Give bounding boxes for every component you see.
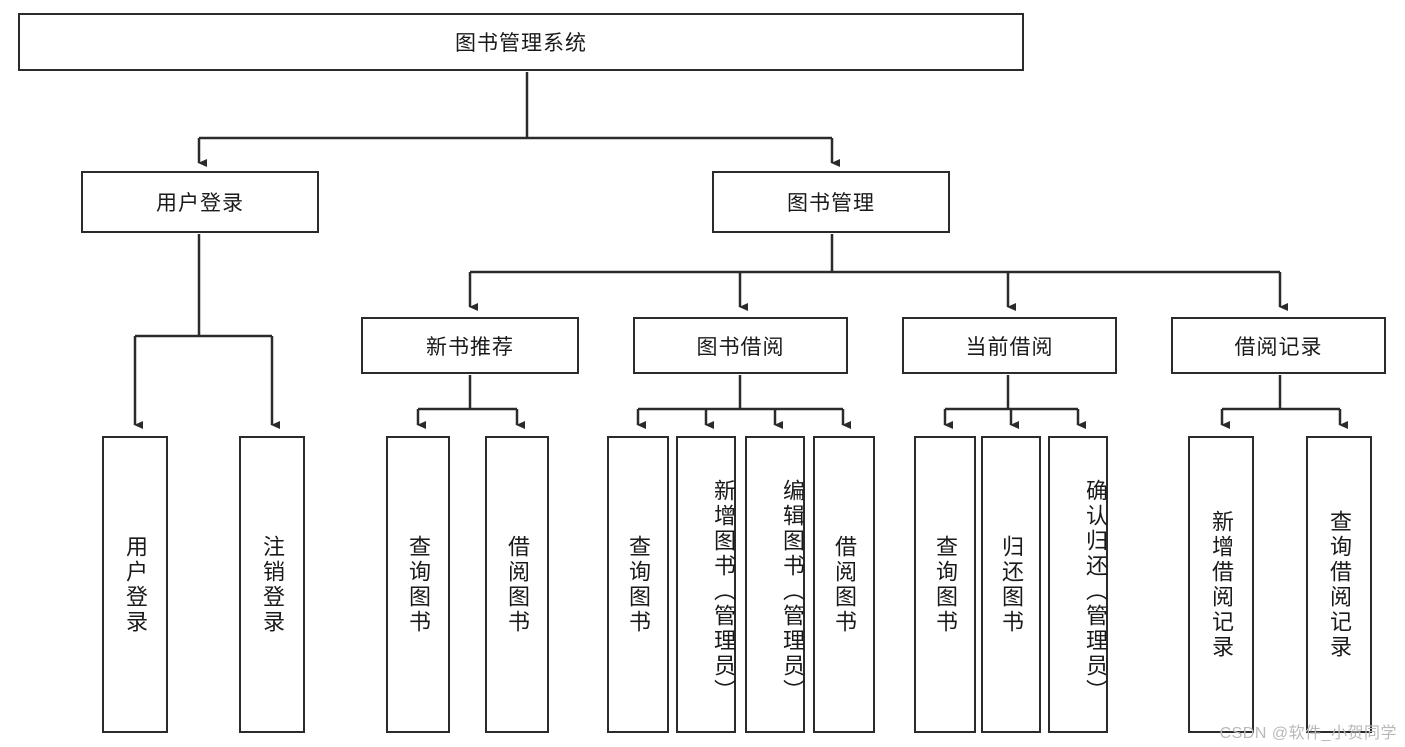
leaf-label: 查询图书 — [406, 534, 431, 635]
leaf-borrow-record-query-record[interactable]: 查询借阅记录 — [1306, 436, 1372, 733]
leaf-user-login-login[interactable]: 用户登录 — [102, 436, 168, 733]
node-book-borrow-label: 图书借阅 — [696, 335, 785, 359]
node-book-management[interactable]: 图书管理 — [712, 171, 950, 233]
leaf-new-book-borrow-book[interactable]: 借阅图书 — [485, 436, 549, 733]
leaf-label: 归还图书 — [999, 534, 1024, 635]
leaf-book-borrow-borrow-book[interactable]: 借阅图书 — [813, 436, 875, 733]
leaf-book-borrow-add-book-admin[interactable]: 新增图书（管理员） — [676, 436, 736, 733]
node-borrow-record[interactable]: 借阅记录 — [1171, 317, 1386, 374]
leaf-current-borrow-confirm-return-admin[interactable]: 确认归还（管理员） — [1048, 436, 1108, 733]
node-root-book-management-system[interactable]: 图书管理系统 — [18, 13, 1024, 71]
leaf-label: 用户登录 — [123, 534, 148, 635]
leaf-label: 注销登录 — [260, 534, 285, 635]
node-new-book-recommend-label: 新书推荐 — [426, 335, 514, 359]
node-book-borrow[interactable]: 图书借阅 — [633, 317, 848, 374]
node-user-login-label: 用户登录 — [156, 192, 244, 215]
leaf-borrow-record-add-record[interactable]: 新增借阅记录 — [1188, 436, 1254, 733]
leaf-new-book-query-book[interactable]: 查询图书 — [386, 436, 450, 733]
leaf-label: 查询借阅记录 — [1327, 509, 1352, 660]
leaf-book-borrow-edit-book-admin[interactable]: 编辑图书（管理员） — [745, 436, 805, 733]
leaf-label: 新增图书（管理员） — [711, 479, 736, 704]
leaf-label: 借阅图书 — [832, 534, 857, 635]
leaf-book-borrow-query-book[interactable]: 查询图书 — [607, 436, 669, 733]
leaf-label: 新增借阅记录 — [1209, 509, 1234, 660]
leaf-label: 查询图书 — [933, 534, 958, 635]
leaf-label: 借阅图书 — [505, 534, 530, 635]
node-user-login[interactable]: 用户登录 — [81, 171, 319, 233]
node-new-book-recommend[interactable]: 新书推荐 — [361, 317, 579, 374]
leaf-user-login-logout[interactable]: 注销登录 — [239, 436, 305, 733]
leaf-label: 查询图书 — [626, 534, 651, 635]
leaf-label: 确认归还（管理员） — [1083, 479, 1108, 704]
node-current-borrow-label: 当前借阅 — [965, 335, 1054, 359]
node-borrow-record-label: 借阅记录 — [1234, 335, 1323, 359]
leaf-current-borrow-return-book[interactable]: 归还图书 — [981, 436, 1041, 733]
leaf-label: 编辑图书（管理员） — [780, 479, 805, 704]
node-root-label: 图书管理系统 — [455, 32, 587, 55]
leaf-current-borrow-query-book[interactable]: 查询图书 — [914, 436, 976, 733]
node-book-management-label: 图书管理 — [787, 192, 875, 215]
node-current-borrow[interactable]: 当前借阅 — [902, 317, 1117, 374]
